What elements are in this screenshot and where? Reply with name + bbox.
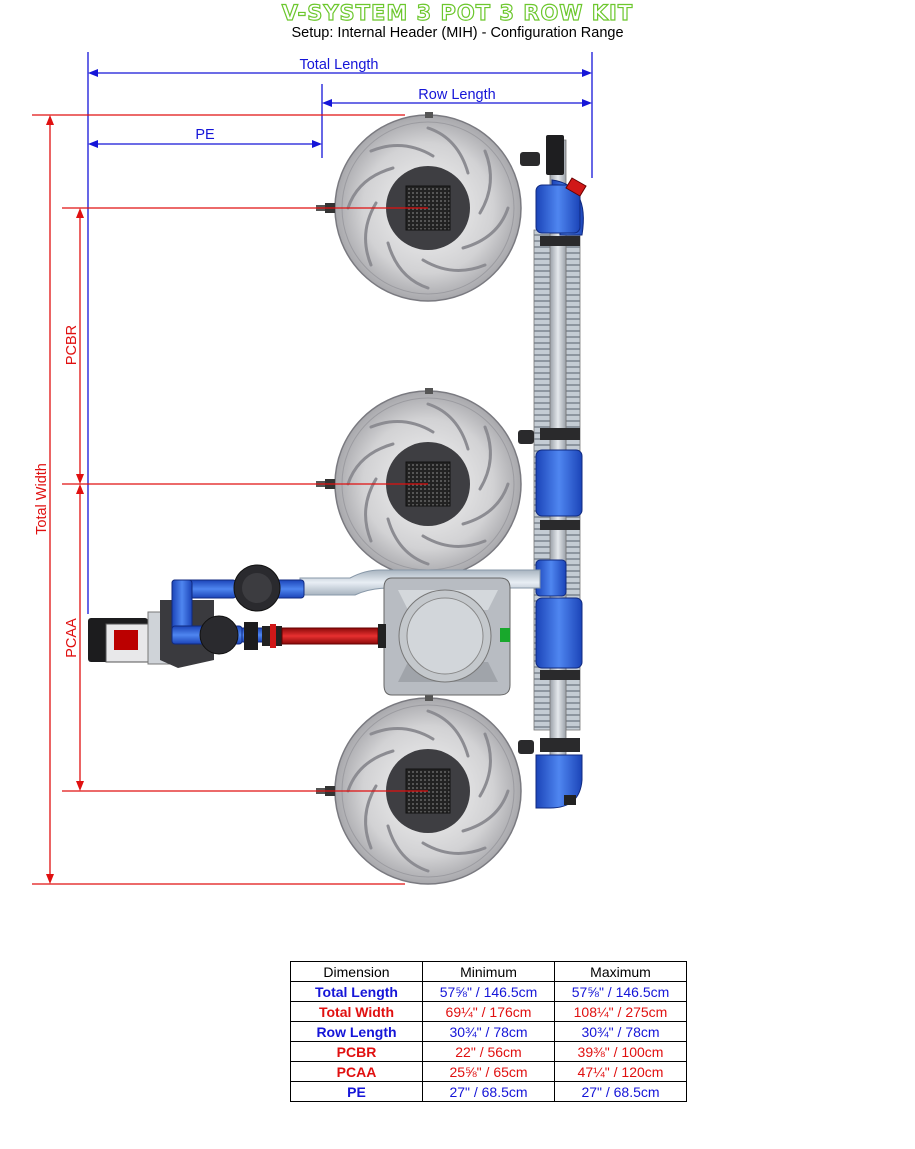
red-dimension-lines bbox=[32, 114, 428, 885]
total-length-label: Total Length bbox=[299, 57, 378, 73]
table-row: PE 27" / 68.5cm 27" / 68.5cm bbox=[290, 1081, 687, 1102]
dimension-cell: PCBR bbox=[290, 1041, 423, 1062]
column-header: Dimension bbox=[290, 961, 423, 982]
pot-3 bbox=[314, 693, 523, 886]
column-header: Minimum bbox=[422, 961, 555, 982]
dimension-table: Dimension Minimum Maximum Total Length 5… bbox=[290, 961, 687, 1102]
table-row: Total Length 57⅝" / 146.5cm 57⅝" / 146.5… bbox=[290, 981, 687, 1002]
row-length-label: Row Length bbox=[418, 87, 495, 103]
page-title: V-SYSTEM 3 POT 3 ROW KIT bbox=[281, 0, 634, 25]
system-diagram: Total Length Row Length PE Total Width P… bbox=[32, 52, 593, 886]
pcbr-label: PCBR bbox=[64, 325, 80, 365]
minimum-cell: 27" / 68.5cm bbox=[422, 1081, 555, 1102]
maximum-cell: 30¾" / 78cm bbox=[554, 1021, 687, 1042]
dimension-cell: Total Width bbox=[290, 1001, 423, 1022]
pot-2 bbox=[314, 386, 523, 579]
maximum-cell: 47¼" / 120cm bbox=[554, 1061, 687, 1082]
table-row: PCAA 25⅝" / 65cm 47¼" / 120cm bbox=[290, 1061, 687, 1082]
pot-1 bbox=[314, 110, 523, 303]
minimum-cell: 25⅝" / 65cm bbox=[422, 1061, 555, 1082]
pcaa-label: PCAA bbox=[64, 618, 80, 658]
header-cap-top bbox=[546, 135, 564, 175]
dimension-cell: PE bbox=[290, 1081, 423, 1102]
dimension-cell: PCAA bbox=[290, 1061, 423, 1082]
header-fittings bbox=[518, 152, 580, 754]
minimum-cell: 22" / 56cm bbox=[422, 1041, 555, 1062]
blue-dimension-lines bbox=[87, 52, 593, 614]
maximum-cell: 57⅝" / 146.5cm bbox=[554, 981, 687, 1002]
red-feed-pipe bbox=[281, 627, 379, 645]
pe-label: PE bbox=[195, 127, 215, 143]
reservoir bbox=[383, 577, 511, 696]
maximum-cell: 39⅜" / 100cm bbox=[554, 1041, 687, 1062]
table-header-row: Dimension Minimum Maximum bbox=[290, 961, 687, 982]
union-fitting bbox=[244, 622, 258, 650]
drain-valve bbox=[565, 177, 587, 197]
maximum-cell: 108¼" / 275cm bbox=[554, 1001, 687, 1022]
dimension-cell: Total Length bbox=[290, 981, 423, 1002]
minimum-cell: 57⅝" / 146.5cm bbox=[422, 981, 555, 1002]
middle-tee bbox=[535, 449, 583, 517]
table-row: Total Width 69¼" / 176cm 108¼" / 275cm bbox=[290, 1001, 687, 1022]
dimension-cell: Row Length bbox=[290, 1021, 423, 1042]
pump-valve bbox=[199, 615, 239, 655]
table-row: PCBR 22" / 56cm 39⅜" / 100cm bbox=[290, 1041, 687, 1062]
page-subtitle: Setup: Internal Header (MIH) - Configura… bbox=[291, 25, 624, 41]
column-header: Maximum bbox=[554, 961, 687, 982]
maximum-cell: 27" / 68.5cm bbox=[554, 1081, 687, 1102]
minimum-cell: 30¾" / 78cm bbox=[422, 1021, 555, 1042]
total-width-label: Total Width bbox=[34, 463, 50, 535]
minimum-cell: 69¼" / 176cm bbox=[422, 1001, 555, 1022]
table-row: Row Length 30¾" / 78cm 30¾" / 78cm bbox=[290, 1021, 687, 1042]
bottom-cap bbox=[564, 795, 576, 805]
top-tee bbox=[535, 184, 581, 234]
lower-tee bbox=[535, 597, 583, 669]
